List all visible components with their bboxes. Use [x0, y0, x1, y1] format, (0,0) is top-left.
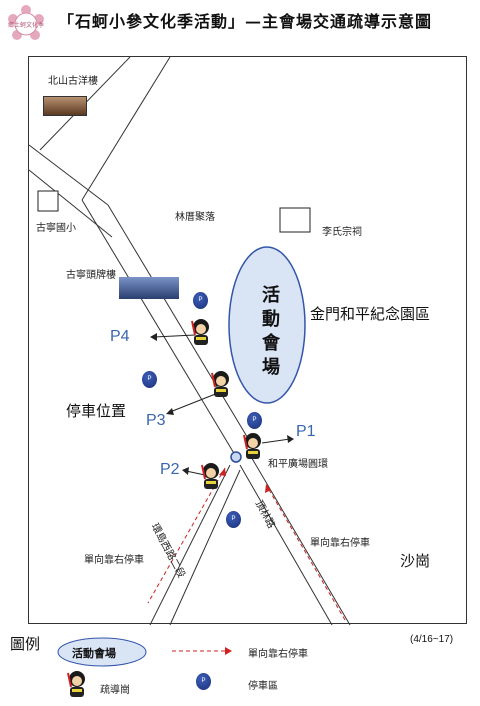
arrow-p4	[153, 334, 196, 338]
road-edge	[28, 169, 113, 238]
road-edge	[107, 204, 253, 446]
road-edge	[149, 464, 231, 626]
arrow-p3	[169, 392, 219, 413]
beishan-building-icon	[43, 96, 87, 116]
label-guning-arch: 古寧頭牌樓	[66, 270, 116, 281]
road-edge	[28, 144, 109, 206]
venue-label: 活動會場	[259, 285, 280, 381]
road-edge	[239, 464, 333, 626]
label-guning-school: 古寧國小	[36, 223, 76, 234]
map-frame	[28, 56, 467, 624]
road-edge	[249, 454, 351, 626]
page-title: 「石蚵小參文化季活動」—主會場交通疏導示意圖	[58, 12, 433, 31]
arrow-p1	[261, 438, 291, 444]
point-p4: P4	[110, 328, 130, 345]
legend-oneway-text: 單向靠右停車	[248, 649, 308, 660]
arch-gate-icon	[119, 277, 179, 299]
legend-guide-icon	[67, 671, 85, 697]
point-p1: P1	[296, 423, 316, 440]
legend-parking-icon: P	[196, 673, 211, 690]
arrowhead	[182, 467, 189, 475]
legend-venue-ellipse	[57, 637, 147, 667]
legend-venue-text: 活動會場	[72, 647, 116, 660]
festival-logo: 鄉土蚵文化季	[6, 4, 46, 44]
arrowhead	[166, 408, 174, 415]
traffic-guide-icon	[191, 319, 209, 345]
arrowhead	[287, 435, 294, 443]
point-p3: P3	[146, 412, 166, 429]
legend-title: 圖例	[10, 635, 41, 653]
temple-building	[279, 207, 311, 233]
oneway-arrow	[219, 468, 226, 476]
oneway-route	[267, 487, 346, 621]
label-parking-position: 停車位置	[66, 402, 127, 420]
arrow-p2	[185, 470, 206, 476]
traffic-guide-icon	[211, 371, 229, 397]
date-range: (4/16~17)	[410, 634, 454, 645]
point-p2: P2	[160, 461, 180, 478]
venue-ellipse	[228, 246, 306, 404]
label-shagang: 沙崗	[400, 552, 431, 570]
parking-icon: P	[247, 412, 262, 429]
traffic-guide-icon	[243, 433, 261, 459]
arrowhead	[150, 333, 157, 341]
road-edge	[81, 56, 171, 201]
road-edge	[81, 199, 236, 456]
label-plaza: 和平廣場圓環	[268, 459, 328, 470]
legend-oneway-arrow	[225, 647, 232, 655]
roundabout	[230, 451, 242, 463]
traffic-guide-icon	[201, 463, 219, 489]
oneway-arrow	[265, 484, 271, 493]
oneway-route	[147, 467, 226, 604]
label-oneway-left: 單向靠右停車	[84, 555, 144, 566]
school-building	[37, 190, 59, 212]
label-li-temple: 李氏宗祠	[322, 227, 362, 238]
logo-text: 鄉土蚵文化季	[8, 21, 44, 29]
legend-guide-text: 疏導崗	[100, 685, 130, 696]
parking-icon: P	[193, 292, 208, 309]
parking-icon: P	[142, 371, 157, 388]
label-memorial-park: 金門和平紀念園區	[310, 305, 431, 323]
legend-parking-text: 停車區	[248, 681, 278, 692]
label-oneway-right: 單向靠右停車	[310, 538, 370, 549]
label-linlei: 林厝聚落	[175, 212, 215, 223]
parking-icon: P	[226, 511, 241, 528]
label-beishan: 北山古洋樓	[48, 76, 98, 87]
road-edge	[169, 469, 241, 626]
